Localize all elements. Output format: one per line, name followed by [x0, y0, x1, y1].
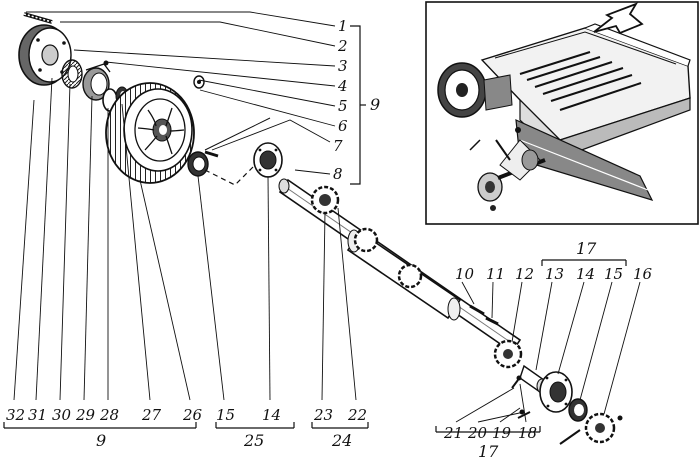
label-13: 13 [545, 265, 564, 283]
inset-drive-parts [469, 127, 546, 211]
label-1: 1 [338, 17, 348, 35]
label-10: 10 [455, 265, 475, 283]
part-key-10 [469, 304, 485, 316]
label-14-right: 14 [576, 265, 595, 283]
label-32: 32 [6, 406, 25, 424]
part-nut-small [193, 75, 205, 89]
part-sprocket-23 [310, 185, 340, 215]
inset-pulley [437, 62, 487, 118]
part-sprocket-lower [397, 263, 423, 289]
label-6: 6 [338, 117, 348, 135]
label-28: 28 [99, 406, 119, 424]
part-key [204, 150, 219, 158]
label-4: 4 [337, 77, 348, 95]
part-pulley [105, 82, 195, 184]
part-bolt-top [23, 12, 53, 24]
part-sprocket-16 [584, 412, 616, 444]
label-29: 29 [75, 406, 96, 424]
label-group-25: 25 [243, 431, 264, 450]
label-group-9-bottom: 9 [96, 431, 106, 450]
leader-lines [13, 11, 641, 423]
inset-view [425, 1, 699, 225]
label-14-bottom: 14 [262, 406, 281, 424]
label-11: 11 [486, 265, 505, 283]
label-15-bottom: 15 [216, 406, 235, 424]
label-19: 19 [492, 424, 512, 442]
label-15-right: 15 [604, 265, 623, 283]
part-bearing-right [568, 398, 588, 422]
label-31: 31 [28, 406, 47, 424]
label-12: 12 [515, 265, 534, 283]
part-brake-disc [18, 24, 72, 86]
label-group-17-bottom: 17 [478, 442, 499, 460]
callout-labels: 1 2 3 4 5 6 7 8 9 10 11 12 13 14 15 16 1… [6, 17, 653, 460]
label-21: 21 [443, 424, 463, 442]
label-22: 22 [347, 406, 367, 424]
part-bolts-small [511, 375, 623, 445]
label-8: 8 [333, 165, 343, 183]
part-hub-flange [82, 63, 111, 101]
label-30: 30 [52, 406, 72, 424]
label-26: 26 [182, 406, 203, 424]
label-20: 20 [467, 424, 488, 442]
label-16: 16 [633, 265, 653, 283]
part-sprocket-12 [493, 339, 523, 369]
label-group-17-top: 17 [576, 239, 597, 258]
label-27: 27 [141, 406, 162, 424]
label-18: 18 [518, 424, 537, 442]
label-7: 7 [333, 137, 343, 155]
label-group-24: 24 [331, 431, 352, 450]
assembly-dashed-line [204, 159, 261, 186]
part-nut [103, 60, 109, 66]
part-friction-ring [61, 59, 83, 89]
label-3: 3 [338, 57, 348, 75]
part-sprocket-mid [353, 227, 379, 253]
part-housing-left [253, 142, 283, 178]
label-23: 23 [313, 406, 333, 424]
part-housing-right [539, 371, 573, 413]
part-bearing-left [187, 151, 209, 177]
assembly-line [204, 117, 271, 151]
group-brackets [3, 25, 627, 433]
arrow-icon [593, 2, 644, 35]
label-group-9-right: 9 [370, 95, 380, 114]
label-5: 5 [338, 97, 348, 115]
label-2: 2 [337, 37, 348, 55]
part-key-11 [485, 316, 499, 326]
